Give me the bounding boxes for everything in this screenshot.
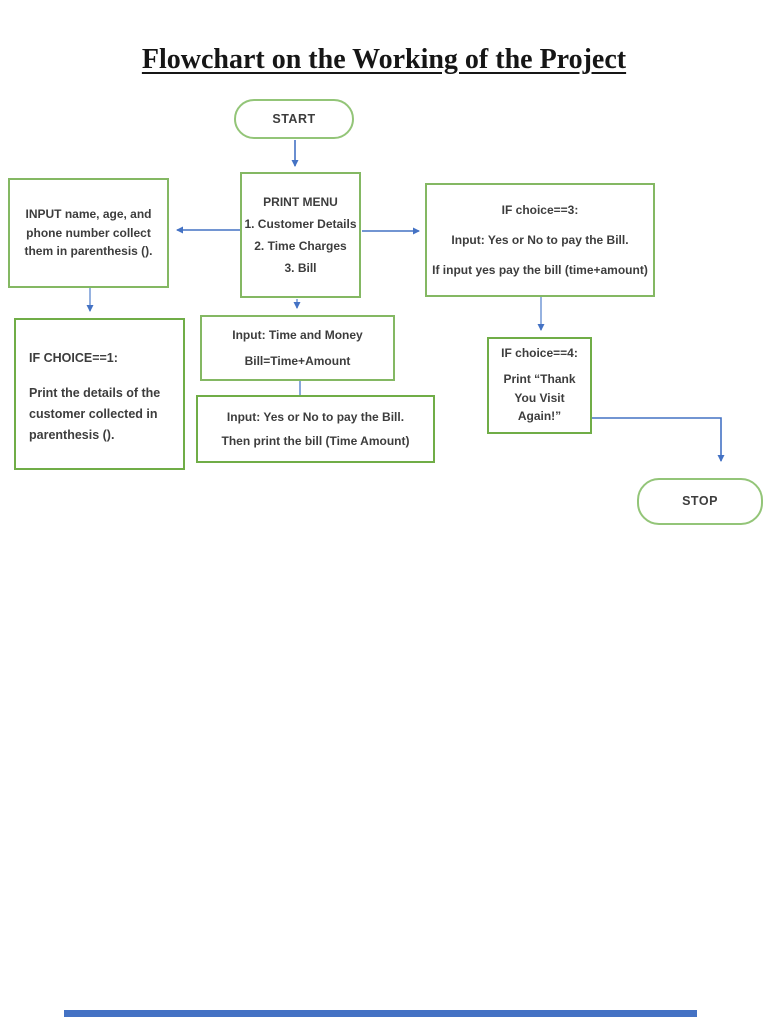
input-time-line: Bill=Time+Amount: [244, 354, 351, 368]
print-menu-title: PRINT MENU: [263, 194, 338, 209]
flow-node-if-choice-3: IF choice==3: Input: Yes or No to pay th…: [425, 183, 655, 297]
flow-node-if-choice-1: IF CHOICE==1: Print the details of the c…: [14, 318, 185, 470]
flow-node-input-time: Input: Time and Money Bill=Time+Amount: [200, 315, 395, 381]
if-choice-1-heading: IF CHOICE==1:: [29, 351, 118, 365]
if-choice-3-line: Input: Yes or No to pay the Bill.: [451, 232, 629, 247]
start-label: START: [272, 111, 316, 126]
input-yes-line: Then print the bill (Time Amount): [221, 434, 410, 448]
flow-node-if-choice-4: IF choice==4: Print “Thank You Visit Aga…: [487, 337, 592, 434]
arrow-if-choice-4-to-stop: [592, 417, 725, 462]
if-choice-1-text: Print the details of the customer collec…: [29, 385, 161, 443]
print-menu-item: 3. Bill: [284, 261, 317, 276]
if-choice-4-text: Print “Thank You Visit Again!”: [503, 372, 576, 424]
if-choice-3-line: IF choice==3:: [501, 202, 579, 217]
stop-label: STOP: [682, 494, 718, 509]
print-menu-item: 2. Time Charges: [254, 239, 347, 253]
flow-node-start: START: [234, 99, 354, 139]
flow-node-stop: STOP: [637, 478, 763, 525]
page-bottom-bar: [64, 1010, 697, 1017]
flow-node-input-yes: Input: Yes or No to pay the Bill. Then p…: [196, 395, 435, 463]
input-details-text: INPUT name, age, and phone number collec…: [24, 207, 153, 259]
if-choice-4-heading: IF choice==4:: [501, 346, 578, 361]
print-menu-item: 1. Customer Details: [244, 216, 357, 231]
input-yes-line: Input: Yes or No to pay the Bill.: [226, 409, 405, 424]
flow-node-print-menu: PRINT MENU 1. Customer Details 2. Time C…: [240, 172, 361, 298]
input-time-line: Input: Time and Money: [232, 327, 363, 342]
page-title: Flowchart on the Working of the Project: [141, 44, 627, 75]
if-choice-3-line: If input yes pay the bill (time+amount): [432, 263, 648, 278]
flow-node-input-details: INPUT name, age, and phone number collec…: [8, 178, 169, 288]
